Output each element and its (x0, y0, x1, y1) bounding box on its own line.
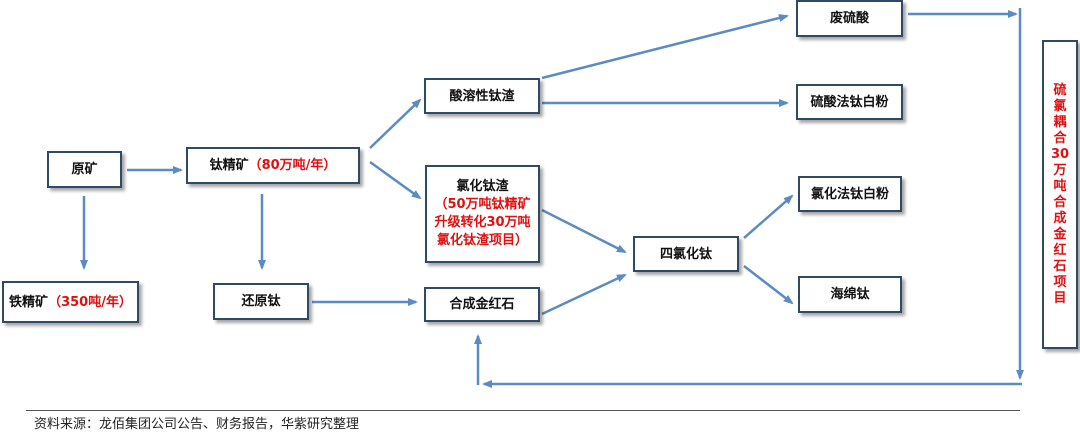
node-chlorinated-slag-note-1: （50万吨钛精矿 (434, 197, 531, 212)
arrow-ticl4-to-sponge (743, 265, 794, 305)
project-char: 氯 (1053, 98, 1067, 114)
node-chlorinated-slag-note-2: 升级转化30万吨 (434, 215, 531, 230)
arrow-titanium-to-acid (369, 98, 422, 149)
node-sponge-titanium: 海绵钛 (798, 276, 902, 313)
node-chloride-tio2: 氯化法钛白粉 (798, 176, 902, 212)
project-char: 目 (1053, 290, 1067, 306)
project-char: 项 (1053, 274, 1067, 290)
node-titanium-concentrate-label: 钛精矿 (209, 158, 249, 173)
node-titanium-concentrate: 钛精矿（80万吨/年） (186, 147, 360, 184)
node-titanium-concentrate-note: （80万吨/年） (248, 158, 337, 173)
node-chlorinated-slag-label: 氯化钛渣 (456, 179, 509, 194)
footer-divider (26, 410, 1020, 411)
project-char: 万 (1053, 162, 1067, 178)
node-titanium-tetrachloride: 四氯化钛 (633, 236, 739, 272)
node-iron-concentrate: 铁精矿（350吨/年） (2, 281, 139, 323)
node-waste-sulfuric-acid: 废硫酸 (796, 0, 903, 37)
arrow-ticl4-to-chloride (743, 194, 794, 239)
node-reduced-titanium: 还原钛 (213, 283, 309, 320)
arrow-chlorinated-to-ticl4 (541, 208, 627, 254)
node-raw-ore-label: 原矿 (71, 162, 98, 177)
node-acid-soluble-slag-label: 酸溶性钛渣 (449, 88, 515, 104)
project-char: 石 (1053, 258, 1067, 274)
node-sulfate-tio2: 硫酸法钛白粉 (796, 84, 903, 120)
node-iron-concentrate-note: （350吨/年） (48, 294, 132, 310)
project-char: 成 (1053, 210, 1067, 226)
project-char: 硫 (1053, 82, 1067, 98)
node-synthetic-rutile: 合成金红石 (424, 287, 540, 322)
node-acid-soluble-slag: 酸溶性钛渣 (424, 78, 540, 114)
node-sponge-titanium-label: 海绵钛 (830, 287, 870, 302)
node-chloride-tio2-label: 氯化法钛白粉 (810, 186, 889, 202)
node-synthetic-rutile-label: 合成金红石 (449, 297, 515, 312)
node-reduced-titanium-label: 还原钛 (241, 294, 281, 309)
node-chlorinated-slag: 氯化钛渣 （50万吨钛精矿 升级转化30万吨 氯化钛渣项目） (425, 165, 540, 263)
project-char: 30 (1050, 146, 1070, 162)
project-char: 合 (1053, 194, 1067, 210)
arrow-titanium-to-chlorinated (369, 160, 422, 200)
node-project-vertical: 硫 氯 耦 合 30 万 吨 合 成 金 红 石 项 目 (1042, 40, 1078, 349)
project-char: 耦 (1053, 114, 1067, 130)
node-sulfate-tio2-label: 硫酸法钛白粉 (810, 94, 889, 110)
node-waste-sulfuric-acid-label: 废硫酸 (829, 11, 869, 26)
project-char: 金 (1053, 226, 1067, 242)
project-char: 合 (1053, 130, 1067, 146)
project-char: 红 (1053, 242, 1067, 258)
node-raw-ore: 原矿 (47, 151, 122, 188)
node-iron-concentrate-label: 铁精矿 (9, 294, 49, 310)
arrow-rutile-to-ticl4 (541, 273, 627, 316)
node-titanium-tetrachloride-label: 四氯化钛 (659, 246, 712, 262)
node-chlorinated-slag-note-3: 氯化钛渣项目） (436, 233, 528, 248)
source-note: 资料来源：龙佰集团公司公告、财务报告，华紫研究整理 (34, 417, 360, 432)
project-char: 吨 (1053, 178, 1067, 194)
arrow-acid-to-waste (541, 14, 789, 80)
